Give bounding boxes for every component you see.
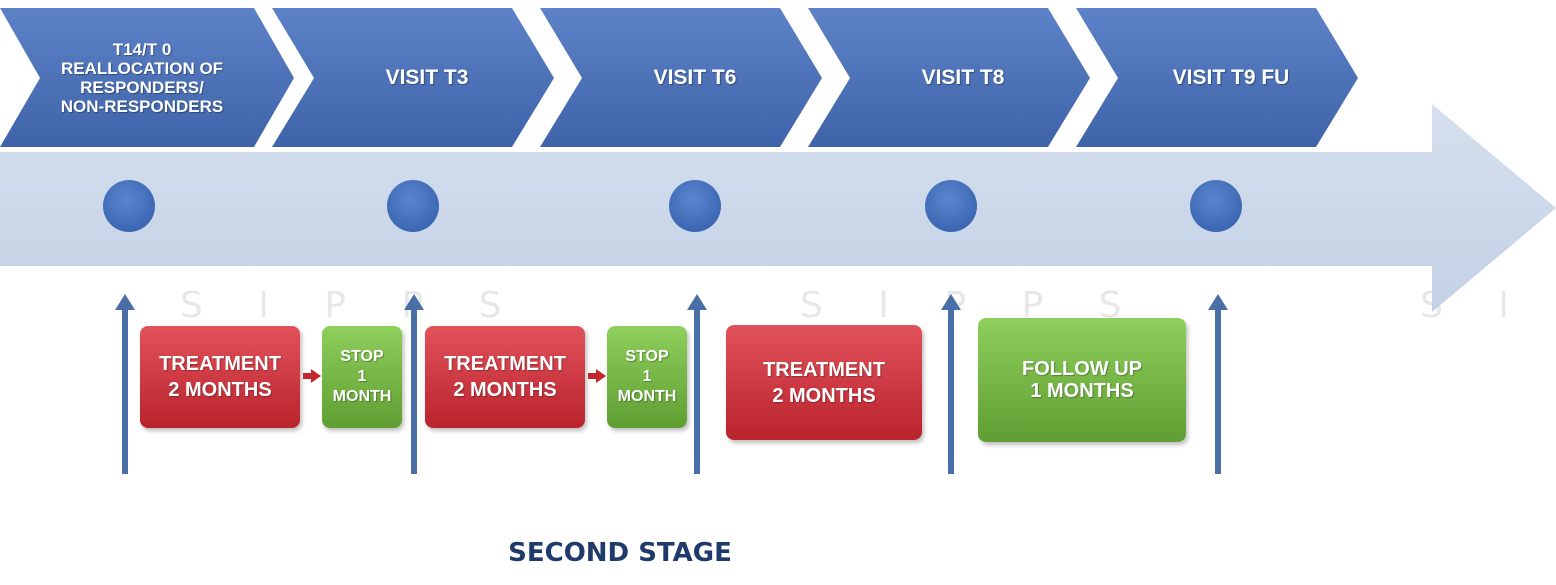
timeline-arrow (0, 104, 1556, 312)
visit-dot-t8 (925, 180, 977, 232)
visit-up-arrow-t8 (941, 294, 961, 474)
chevron-label: T14/T 0 REALLOCATION OF RESPONDERS/ NON-… (60, 39, 224, 116)
phase-label: STOP 1 MONTH (617, 348, 677, 405)
visit-dot-t9 (1190, 180, 1242, 232)
visit-dot-t3 (387, 180, 439, 232)
phase-label: TREATMENT 2 MONTHS (159, 353, 281, 401)
phase-label: TREATMENT 2 MONTHS (763, 358, 885, 407)
stage-label: SECOND STAGE (508, 538, 732, 568)
phase-arrow (303, 369, 321, 383)
visit-dot-t0 (103, 180, 155, 232)
chevron-visit-t6: VISIT T6 (540, 8, 822, 147)
phase-label: FOLLOW UP 1 MONTHS (1022, 358, 1142, 402)
chevron-label: VISIT T9 FU (1172, 65, 1290, 89)
chevron-t0-reallocation: T14/T 0 REALLOCATION OF RESPONDERS/ NON-… (0, 8, 294, 147)
visit-up-arrow-t9 (1208, 294, 1228, 474)
chevron-visit-t8: VISIT T8 (808, 8, 1090, 147)
chevron-label: VISIT T6 (653, 65, 737, 89)
treatment-box: TREATMENT 2 MONTHS (425, 326, 585, 428)
treatment-box: TREATMENT 2 MONTHS (726, 325, 922, 440)
visit-up-arrow-t0 (115, 294, 135, 474)
visit-up-arrow-t3 (404, 294, 424, 474)
visit-dot-t6 (669, 180, 721, 232)
chevron-visit-t3: VISIT T3 (272, 8, 554, 147)
follow-up-box: FOLLOW UP 1 MONTHS (978, 318, 1186, 442)
treatment-box: TREATMENT 2 MONTHS (140, 326, 300, 428)
phase-label: STOP 1 MONTH (332, 348, 392, 405)
chevron-visit-t9-fu: VISIT T9 FU (1076, 8, 1358, 147)
stop-box: STOP 1 MONTH (322, 326, 402, 428)
stop-box: STOP 1 MONTH (607, 326, 687, 428)
chevron-label: VISIT T3 (385, 65, 469, 89)
phase-label: TREATMENT 2 MONTHS (444, 353, 566, 401)
chevron-label: VISIT T8 (921, 65, 1005, 89)
visit-up-arrow-t6 (687, 294, 707, 474)
phase-arrow (588, 369, 606, 383)
